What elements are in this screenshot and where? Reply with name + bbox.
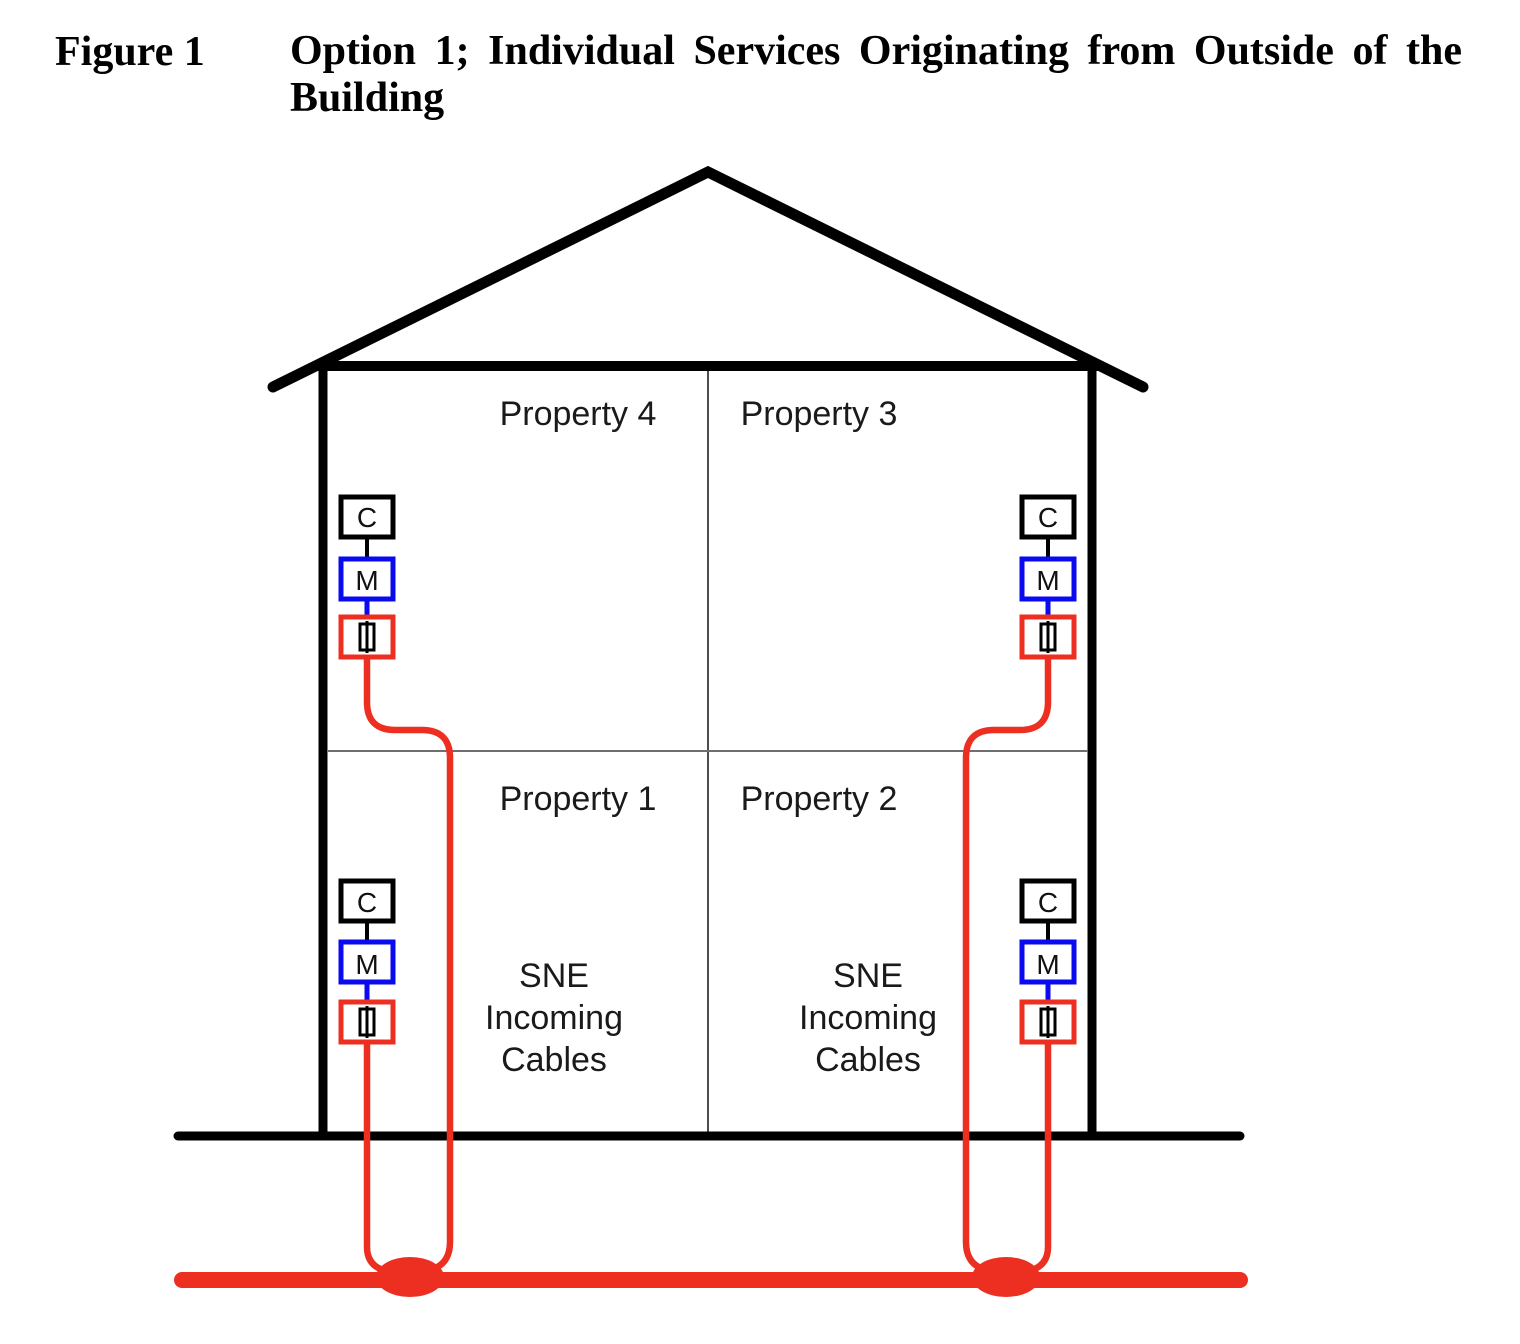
service-stack-property3: C M bbox=[1019, 494, 1077, 660]
sne-label-right: SNE Incoming Cables bbox=[799, 957, 937, 1079]
service-cable-property1 bbox=[363, 1038, 390, 1275]
figure-title-line1: Option 1; Individual Services Originatin… bbox=[290, 28, 1462, 74]
customer-unit-box bbox=[1019, 878, 1077, 924]
figure-title-line2: Building bbox=[290, 75, 445, 121]
figure-title: Option 1; Individual Services Originatin… bbox=[290, 28, 1462, 122]
sne-line1: SNE bbox=[519, 957, 589, 995]
meter-box bbox=[1019, 556, 1077, 602]
fuse-icon bbox=[1039, 621, 1057, 653]
service-stack-property2: C M bbox=[1019, 878, 1077, 1045]
sne-line2: Incoming bbox=[799, 999, 937, 1037]
meter-label: M bbox=[1036, 565, 1059, 596]
service-cable-property2 bbox=[1025, 1038, 1052, 1275]
sne-line3: Cables bbox=[815, 1041, 921, 1079]
service-cable-property4 bbox=[363, 653, 454, 1273]
meter-label: M bbox=[355, 949, 378, 980]
property1-label: Property 1 bbox=[500, 780, 657, 818]
property2-label: Property 2 bbox=[741, 780, 898, 818]
property4-label: Property 4 bbox=[500, 395, 657, 433]
fuse-icon bbox=[1039, 1006, 1057, 1038]
service-stack-property1: C M bbox=[338, 878, 396, 1045]
customer-unit-label: C bbox=[1038, 887, 1058, 918]
meter-box bbox=[1019, 939, 1077, 985]
customer-unit-box bbox=[338, 878, 396, 924]
sne-line1: SNE bbox=[833, 957, 903, 995]
fuse-icon bbox=[358, 621, 376, 653]
service-cable-property3 bbox=[962, 653, 1052, 1273]
customer-unit-box bbox=[1019, 494, 1077, 540]
figure-label: Figure 1 bbox=[55, 29, 205, 75]
meter-box bbox=[338, 556, 396, 602]
meter-label: M bbox=[355, 565, 378, 596]
cable-joint-left-icon bbox=[376, 1257, 444, 1297]
cable-joint-right-icon bbox=[972, 1257, 1040, 1297]
meter-label: M bbox=[1036, 949, 1059, 980]
property3-label: Property 3 bbox=[741, 395, 898, 433]
customer-unit-label: C bbox=[1038, 502, 1058, 533]
sne-line3: Cables bbox=[501, 1041, 607, 1079]
sne-line2: Incoming bbox=[485, 999, 623, 1037]
meter-box bbox=[338, 939, 396, 985]
fuse-icon bbox=[358, 1006, 376, 1038]
roof-outline bbox=[267, 165, 1149, 393]
customer-unit-label: C bbox=[357, 502, 377, 533]
sne-label-left: SNE Incoming Cables bbox=[485, 957, 623, 1079]
customer-unit-box bbox=[338, 494, 396, 540]
customer-unit-label: C bbox=[357, 887, 377, 918]
service-stack-property4: C M bbox=[338, 494, 396, 660]
